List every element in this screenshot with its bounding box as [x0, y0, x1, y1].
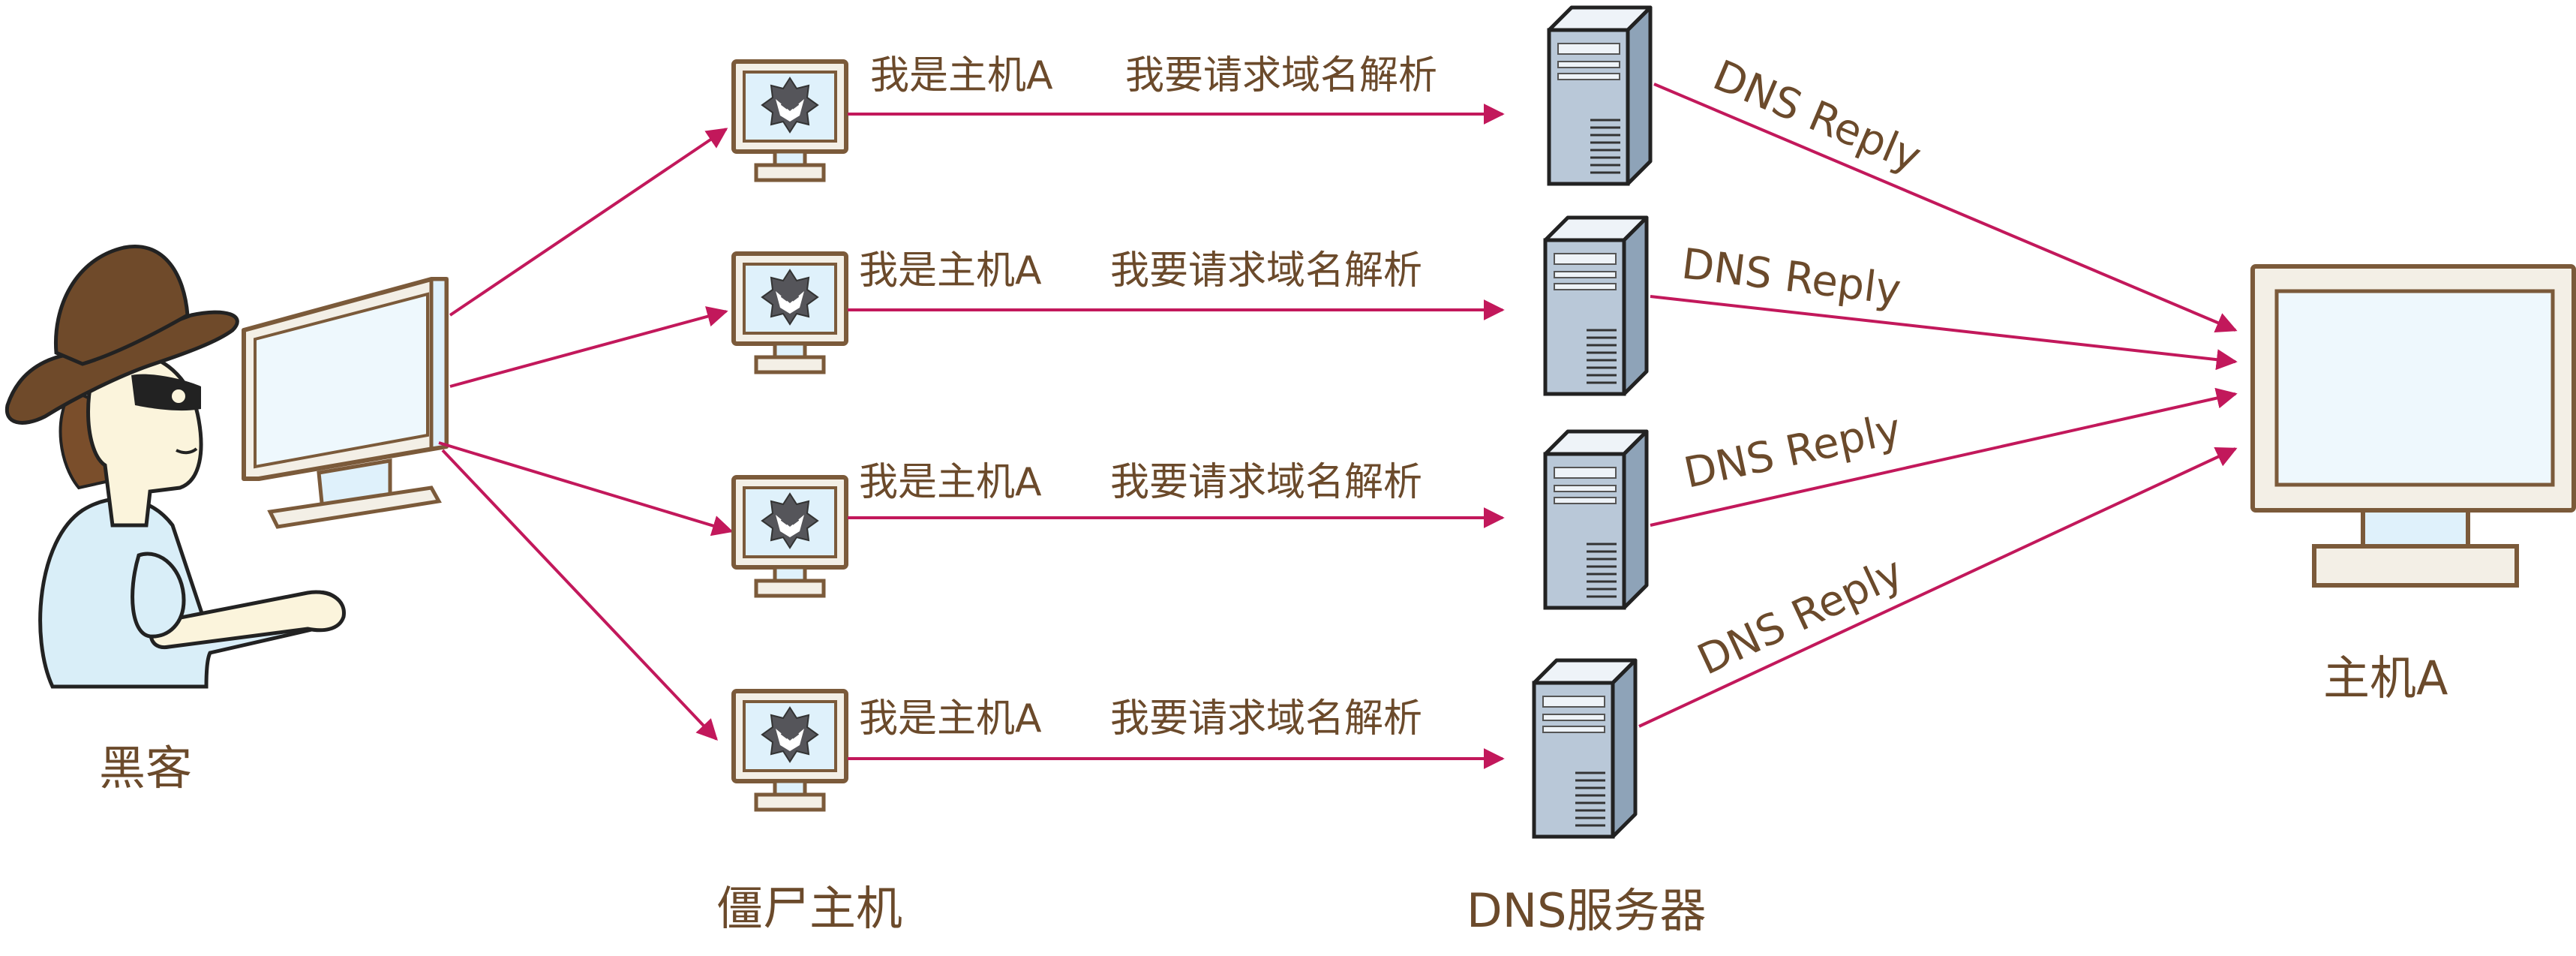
- host-a-label: 主机A: [2323, 651, 2448, 705]
- request-claim-1: 我是主机A: [870, 53, 1053, 98]
- hacker-label: 黑客: [99, 741, 192, 795]
- request-ask-1: 我要请求域名解析: [1125, 53, 1437, 98]
- request-claim-2: 我是主机A: [859, 248, 1042, 293]
- arrow-hacker-to-zombie-4: [441, 449, 718, 741]
- dns-server-2: [1545, 218, 1647, 394]
- arrow-reply-4: [1638, 446, 2238, 728]
- host-a-monitor: [2250, 264, 2576, 588]
- arrow-hacker-to-zombie-2: [449, 306, 728, 388]
- request-ask-4: 我要请求域名解析: [1110, 696, 1422, 741]
- dns-server-3: [1545, 431, 1647, 608]
- zombie-hosts-label: 僵尸主机: [716, 881, 902, 936]
- dns-server-4: [1534, 660, 1635, 837]
- reply-label-3: DNS Reply: [1680, 404, 1905, 498]
- arrow-reply-3: [1650, 387, 2238, 527]
- dns-server-1: [1549, 8, 1650, 184]
- hacker-figure: [5, 245, 346, 689]
- dns-servers-label: DNS服务器: [1467, 883, 1706, 938]
- request-ask-2: 我要请求域名解析: [1110, 248, 1422, 293]
- hacker-monitor: [242, 277, 449, 529]
- request-ask-3: 我要请求域名解析: [1110, 460, 1422, 505]
- zombie-host-4: [734, 691, 846, 810]
- arrow-hacker-to-zombie-3: [438, 441, 734, 537]
- zombie-host-3: [734, 477, 846, 596]
- request-claim-3: 我是主机A: [859, 460, 1042, 505]
- zombie-host-1: [734, 62, 846, 180]
- arrow-reply-1: [1653, 83, 2238, 333]
- arrow-hacker-to-zombie-1: [449, 128, 728, 317]
- arrow-reply-2: [1650, 295, 2238, 371]
- reply-label-1: DNS Reply: [1707, 51, 1929, 182]
- request-claim-4: 我是主机A: [859, 696, 1042, 741]
- zombie-host-2: [734, 254, 846, 372]
